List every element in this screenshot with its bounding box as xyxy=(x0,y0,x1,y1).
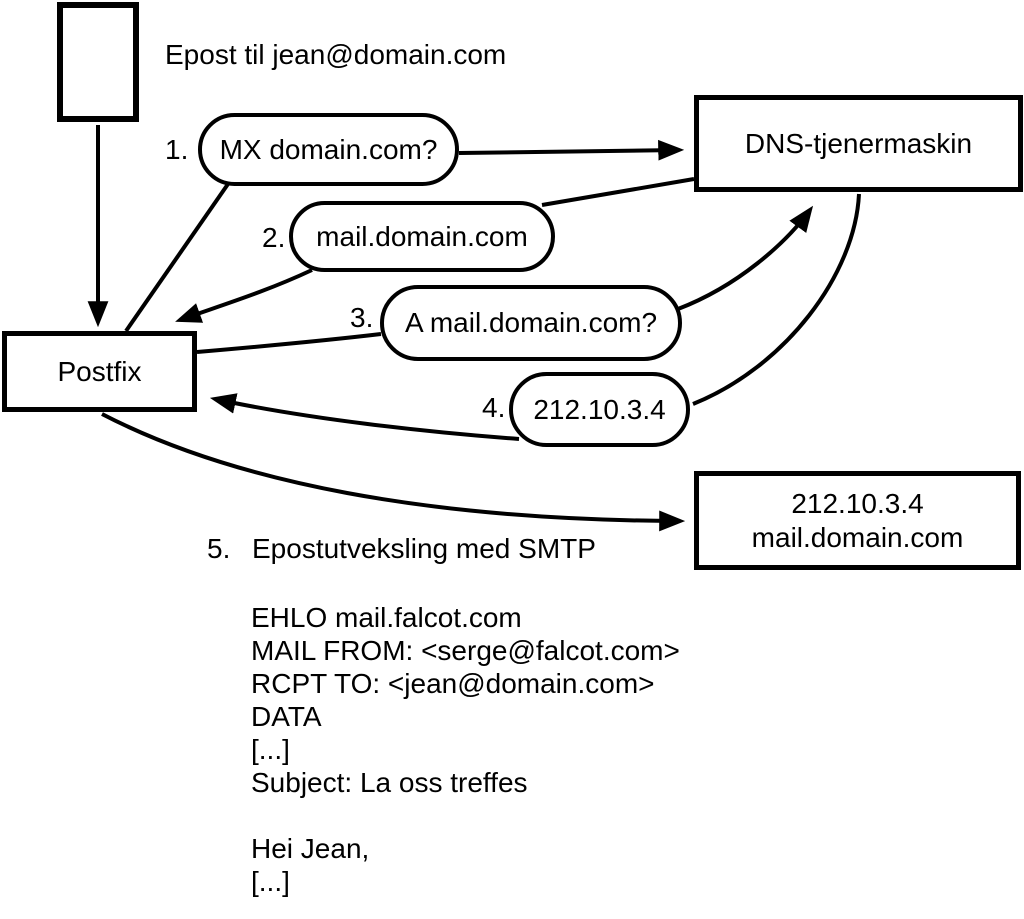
smtp-line-blank xyxy=(251,799,680,832)
smtp-line-ehlo: EHLO mail.falcot.com xyxy=(251,602,522,633)
arrow-query1-to-dns xyxy=(458,139,685,161)
smtp-line-mail-from: MAIL FROM: <serge@falcot.com> xyxy=(251,635,680,666)
message-bubble-a-reply: 212.10.3.4 xyxy=(509,372,690,447)
message-bubble-a-reply-label: 212.10.3.4 xyxy=(533,393,666,425)
message-bubble-a-query-label: A mail.domain.com? xyxy=(404,307,658,338)
step-5-label: Epostutveksling med SMTP xyxy=(252,533,596,564)
step-number-4: 4. xyxy=(482,392,506,423)
dns-server-label: DNS-tjenermaskin xyxy=(744,127,973,159)
message-bubble-mx-query-label: MX domain.com? xyxy=(219,133,438,165)
arrow-reply2-to-postfix xyxy=(175,268,313,323)
step-number-1: 1. xyxy=(165,134,189,165)
smtp-line-subject: Subject: La oss treffes xyxy=(251,767,528,798)
smtp-line-end-dot: . xyxy=(251,899,259,919)
email-envelope-shape xyxy=(57,2,139,122)
mail-server-node: 212.10.3.4 mail.domain.com xyxy=(694,471,1021,570)
line-dns-to-reply2 xyxy=(541,177,695,207)
smtp-line-data: DATA xyxy=(251,701,322,732)
smtp-line-ellipsis-2: [...] xyxy=(251,866,290,897)
message-bubble-mx-reply-label: mail.domain.com xyxy=(316,220,528,252)
smtp-session-block: EHLO mail.falcot.com MAIL FROM: <serge@f… xyxy=(251,601,680,919)
postfix-node: Postfix xyxy=(2,331,197,412)
step-number-3: 3. xyxy=(350,302,374,333)
message-bubble-a-query: A mail.domain.com? xyxy=(380,285,682,361)
email-title: Epost til jean@domain.com xyxy=(165,39,507,70)
step-number-2: 2. xyxy=(262,222,286,253)
smtp-line-greeting: Hei Jean, xyxy=(251,833,370,864)
mail-server-ip: 212.10.3.4 xyxy=(791,487,924,519)
step-number-5: 5. xyxy=(207,533,231,564)
dns-server-node: DNS-tjenermaskin xyxy=(694,95,1023,192)
smtp-line-ellipsis-1: [...] xyxy=(251,734,290,765)
arrow-reply4-to-postfix xyxy=(209,393,520,441)
postfix-label: Postfix xyxy=(57,355,142,387)
arrow-query3-to-dns xyxy=(677,205,814,311)
smtp-line-rcpt-to: RCPT TO: <jean@domain.com> xyxy=(251,668,655,699)
arrow-postfix-to-mailserver xyxy=(101,412,686,532)
line-postfix-to-query3 xyxy=(196,332,382,354)
message-bubble-mx-reply: mail.domain.com xyxy=(289,201,555,272)
mail-server-hostname: mail.domain.com xyxy=(751,521,964,553)
message-bubble-mx-query: MX domain.com? xyxy=(198,113,459,186)
line-dns-to-reply4 xyxy=(692,193,861,406)
line-postfix-to-query1 xyxy=(124,182,230,333)
